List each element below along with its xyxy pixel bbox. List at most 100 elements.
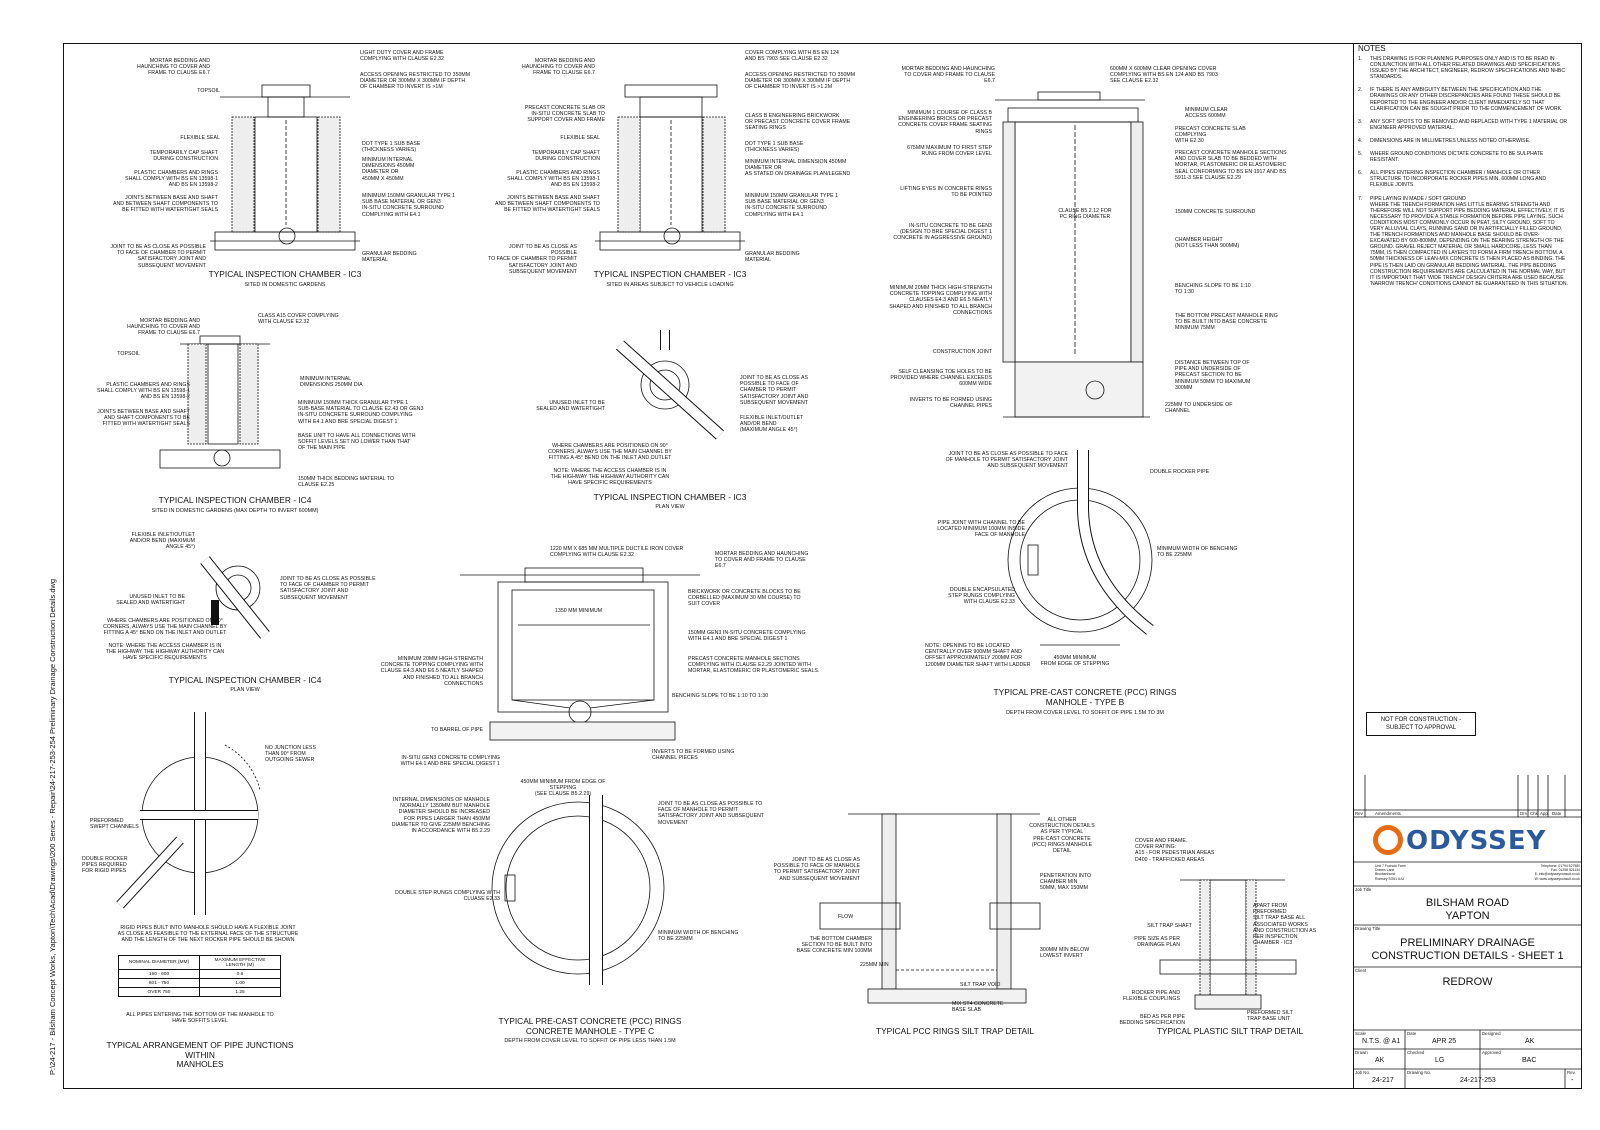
pccb-label-insitu: IN-SITU CONCRETE TO BE GEN3 (DESIGN TO B… bbox=[893, 223, 992, 242]
ic3g-label-cover: LIGHT DUTY COVER AND FRAME COMPLYING WIT… bbox=[360, 50, 444, 63]
pcc-silt-trap-section bbox=[819, 813, 1041, 1004]
pst-label-shaft: SILT TRAP SHAFT bbox=[1147, 923, 1192, 929]
ic3g-label-topsoil: TOPSOIL bbox=[197, 88, 220, 94]
pipe-table-header-diameter: NOMINAL DIAMETER (mm) bbox=[118, 955, 200, 970]
designed-value: AK bbox=[1525, 1038, 1535, 1045]
scale-label: Scale bbox=[1355, 1031, 1366, 1036]
ic3v-subtitle: SITED IN AREAS SUBJECT TO VEHICLE LOADIN… bbox=[606, 282, 734, 288]
ic3p-label-joint: JOINT TO BE AS CLOSE AS POSSIBLE TO FACE… bbox=[740, 375, 809, 406]
ic3v-label-dot-type: DOT TYPE 1 SUB BASE (THICKNESS VARIES) bbox=[745, 141, 804, 154]
ic4-label-cover: CLASS A15 COVER COMPLYING WITH CLAUSE E2… bbox=[258, 313, 339, 326]
pccb-label-cover: 600mm x 600mm CLEAR OPENING COVER COMPLY… bbox=[1110, 66, 1218, 85]
note-text: ANY SOFT SPOTS TO BE REMOVED AND REPLACE… bbox=[1370, 118, 1568, 131]
rev-header-rev: Rev bbox=[1355, 811, 1363, 816]
ic3g-label-dot-type: DOT TYPE 1 SUB BASE (THICKNESS VARIES) bbox=[362, 141, 421, 154]
ic4p-label-unused: UNUSED INLET TO BE SEALED AND WATERTIGHT bbox=[116, 594, 185, 607]
note-item: 7.PIPE LAYING IN MADE / SOFT GROUND WHER… bbox=[1358, 196, 1568, 287]
pccc-label-topping: MINIMUM 20mm HIGH-STRENGTH CONCRETE TOPP… bbox=[380, 656, 483, 687]
pccc-dim-1350: 1350 mm MINIMUM bbox=[555, 608, 603, 614]
pccbp-label-450: 450mm MINIMUM FROM EDGE OF STEPPING bbox=[1040, 655, 1110, 668]
company-contact: Telephone: 01794 527580 Fax: 01258 52113… bbox=[1534, 864, 1580, 881]
note-text: IF THERE IS ANY AMBIGUITY BETWEEN THE SP… bbox=[1370, 87, 1563, 112]
pccc-label-benching: BENCHING SLOPE TO BE 1:10 TO 1:30 bbox=[672, 693, 769, 699]
ic3v-label-joint-close: JOINT TO BE AS CLOSE AS POSSIBLE TO FACE… bbox=[487, 244, 577, 275]
designed-label: Designed bbox=[1482, 1031, 1501, 1036]
ic3g-title: TYPICAL INSPECTION CHAMBER - IC3 bbox=[208, 269, 362, 279]
ic4-label-mortar: MORTAR BEDDING AND HAUNCHING TO COVER AN… bbox=[127, 318, 200, 337]
note-text: PIPE LAYING IN MADE / SOFT GROUND WHERE … bbox=[1370, 195, 1568, 287]
pj-label-double-rocker: DOUBLE ROCKER PIPES REQUIRED FOR RIGID P… bbox=[82, 856, 128, 875]
note-text: ALL PIPES ENTERING INSPECTION CHAMBER / … bbox=[1370, 170, 1547, 189]
ic3v-label-temporary-cap: TEMPORARILY CAP SHAFT DURING CONSTRUCTIO… bbox=[531, 150, 600, 163]
ic4-section bbox=[159, 335, 281, 469]
pccb-label-toe-holes: SELF CLEANSING TOE HOLES TO BE PROVIDED … bbox=[890, 369, 992, 388]
pcccp-label-450: 450mm MINIMUM FROM EDGE OF STEPPING (SEE… bbox=[520, 779, 606, 798]
note-number: 1. bbox=[1358, 56, 1363, 62]
pst-title: TYPICAL PLASTIC SILT TRAP DETAIL bbox=[1156, 1026, 1304, 1036]
pccbp-label-benching: MINIMUM WIDTH OF BENCHING TO BE 225mm bbox=[1157, 546, 1238, 559]
pccb-label-distance: DISTANCE BETWEEN TOP OF PIPE AND UNDERSI… bbox=[1175, 360, 1251, 391]
pccb-label-benching: BENCHING SLOPE TO BE 1:10 TO 1:30 bbox=[1175, 283, 1251, 296]
drawing-title: PRELIMINARY DRAINAGE CONSTRUCTION DETAIL… bbox=[1371, 937, 1564, 962]
pcccp-label-internal: INTERNAL DIMENSIONS OF MANHOLE NORMALLY … bbox=[391, 797, 490, 835]
pccc-label-brickwork: BRICKWORK OR CONCRETE BLOCKS TO BE CORBE… bbox=[688, 589, 801, 608]
drawing-number-value: 24-217-253 bbox=[1460, 1077, 1496, 1084]
checked-value: LG bbox=[1435, 1057, 1445, 1064]
ic3v-label-flexible-seal: FLEXIBLE SEAL bbox=[560, 135, 600, 141]
scale-value: N.T.S. @ A1 bbox=[1362, 1038, 1401, 1045]
ic3g-label-flexible-seal: FLEXIBLE SEAL bbox=[180, 135, 220, 141]
pccc-label-mortar: MORTAR BEDDING AND HAUNCHING TO COVER AN… bbox=[715, 551, 809, 570]
job-title: BILSHAM ROAD YAPTON bbox=[1425, 897, 1510, 922]
pccc-label-sections: PRECAST CONCRETE MANHOLE SECTIONS COMPLY… bbox=[688, 656, 820, 675]
pst-label-pipe-size: PIPE SIZE AS PER DRAINAGE PLAN bbox=[1134, 936, 1180, 949]
st-label-300: 300mm MIN BELOW LOWEST INVERT bbox=[1040, 947, 1090, 960]
ic3p-label-unused: UNUSED INLET TO BE SEALED AND WATERTIGHT bbox=[536, 400, 605, 413]
pccc-label-barrel: TO BARREL OF PIPE bbox=[431, 727, 483, 733]
pccc-label-gen3: 150mm GEN3 IN-SITU CONCRETE COMPLYING WI… bbox=[688, 630, 806, 643]
note-item: 3.ANY SOFT SPOTS TO BE REMOVED AND REPLA… bbox=[1358, 119, 1568, 131]
pst-label-base-unit: PREFORMED SILT TRAP BASE UNIT bbox=[1247, 1010, 1293, 1023]
st-label-other: ALL OTHER CONSTRUCTION DETAILS AS PER TY… bbox=[1029, 817, 1095, 855]
plastic-silt-trap-section bbox=[1159, 879, 1297, 1010]
pj-label-no-junction: NO JUNCTION LESS THAN 90° FROM OUTGOING … bbox=[265, 745, 316, 764]
ic4-subtitle: SITED IN DOMESTIC GARDENS (MAX DEPTH TO … bbox=[151, 508, 319, 514]
ic3g-label-granular: MINIMUM 150mm GRANULAR TYPE 1 SUB BASE M… bbox=[362, 193, 456, 218]
ic4p-note: WHERE CHAMBERS ARE POSITIONED ON 90° COR… bbox=[103, 618, 227, 662]
st-label-flow: FLOW bbox=[838, 914, 854, 920]
st-label-bottom: THE BOTTOM CHAMBER SECTION TO BE BUILT I… bbox=[796, 936, 872, 955]
ic3g-label-access: ACCESS OPENING RESTRICTED TO 350mm DIAME… bbox=[360, 72, 471, 91]
pcccp-label-step-rungs: DOUBLE STEP RUNGS COMPLYING WITH CLUASE … bbox=[395, 890, 500, 903]
pccb-label-sections: PRECAST CONCRETE MANHOLE SECTIONS AND CO… bbox=[1175, 150, 1287, 181]
approved-label: Approved bbox=[1482, 1050, 1501, 1055]
ic4-label-min-internal: MINIMUM INTERNAL DIMENSIONS 250mm DIA bbox=[300, 376, 363, 389]
odyssey-logo: ODYSSEY bbox=[1406, 826, 1547, 856]
pccb-label-225: 225mm TO UNDERSIDE OF CHANNEL bbox=[1165, 402, 1233, 415]
ic3v-label-joints: JOINTS BETWEEN BASE AND SHAFT AND BETWEE… bbox=[494, 195, 600, 214]
ic3v-label-plastic-chambers: PLASTIC CHAMBERS AND RINGS SHALL COMPLY … bbox=[507, 170, 600, 189]
pccb-label-clause: CLAUSE B5.2.12 FOR PC RING DIAMETER bbox=[1058, 208, 1112, 221]
ic3p-label-flexible: FLEXIBLE INLET/OUTLET AND/OR BEND (MAXIM… bbox=[740, 415, 804, 434]
ic4p-subtitle: PLAN VIEW bbox=[230, 687, 260, 693]
rev-header-amendments: Amendments bbox=[1375, 811, 1401, 816]
note-item: 6.ALL PIPES ENTERING INSPECTION CHAMBER … bbox=[1358, 170, 1568, 188]
ic3p-note: WHERE CHAMBERS ARE POSITIONED ON 90° COR… bbox=[548, 443, 672, 487]
ic4p-label-flexible: FLEXIBLE INLET/OUTLET AND/OR BEND (MAXIM… bbox=[129, 532, 195, 551]
ic3v-label-mortar: MORTAR BEDDING AND HAUNCHING TO COVER AN… bbox=[522, 58, 595, 77]
ic3v-title: TYPICAL INSPECTION CHAMBER - IC3 bbox=[593, 269, 747, 279]
pcccp-subtitle: DEPTH FROM COVER LEVEL TO SOFFIT OF PIPE… bbox=[504, 1038, 676, 1044]
ic4-label-topsoil: TOPSOIL bbox=[117, 351, 140, 357]
pipe-table-header-length: MAXIMUM EFFECTIVE LENGTH (m) bbox=[199, 955, 281, 970]
pccb-label-construction-joint: CONSTRUCTION JOINT bbox=[932, 349, 992, 355]
ic3g-subtitle: SITED IN DOMESTIC GARDENS bbox=[244, 282, 326, 288]
drawn-value: AK bbox=[1375, 1057, 1385, 1064]
ic4-label-joints: JOINTS BETWEEN BASE AND SHAFT AND SHAFT … bbox=[97, 409, 190, 428]
ic4-label-granular: MINIMUM 150mm THICK GRANULAR TYPE 1 SUB-… bbox=[298, 400, 424, 425]
pccbp-label-step-rungs: DOUBLE ENCAPSULATED STEP RUNGS COMPLYING… bbox=[948, 587, 1015, 606]
job-number-value: 24-217 bbox=[1372, 1077, 1394, 1084]
pst-label-cover: COVER AND FRAME. COVER RATING: A15 - FOR… bbox=[1135, 838, 1215, 863]
pipe-table-cell: 1.00 bbox=[199, 978, 281, 988]
st-label-penetration: PENETRATION INTO CHAMBER MIN 50mm, MAX 1… bbox=[1040, 873, 1092, 892]
ic3-gardens-section bbox=[210, 84, 360, 251]
note-item: 5.WHERE GROUND CONDITIONS DICTATE CONCRE… bbox=[1358, 151, 1568, 163]
